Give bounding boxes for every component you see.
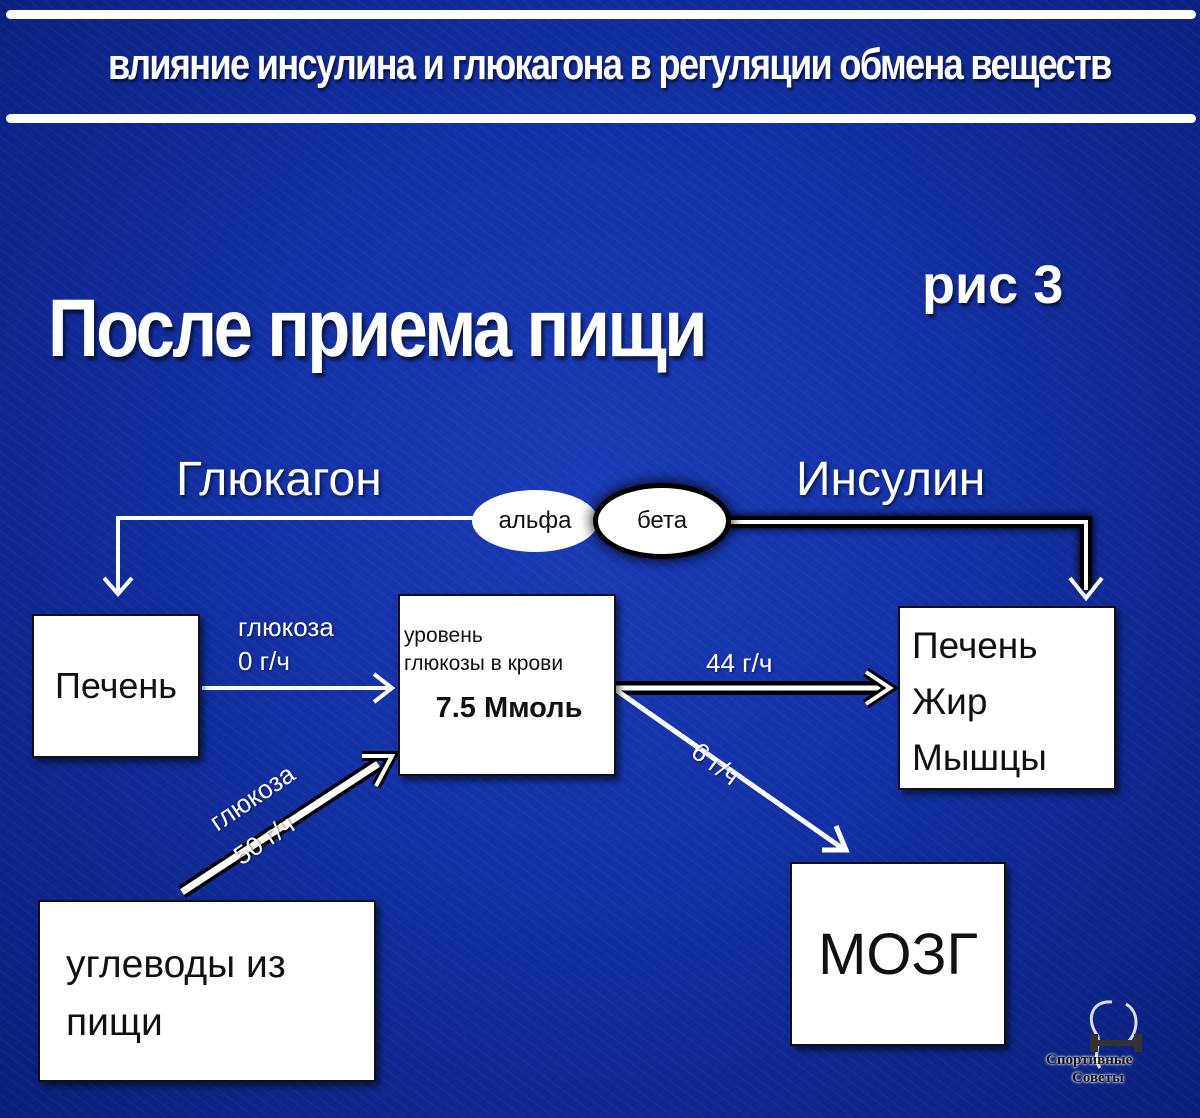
blood-glucose-value: 7.5 Ммоль <box>435 692 583 724</box>
brain-box: МОЗГ <box>790 862 1006 1046</box>
beta-cell-label: бета <box>636 507 688 534</box>
header-title: влияние инсулина и глюкагона в регуляции… <box>108 40 1112 89</box>
food-carbs-box: углеводы из пищи <box>38 900 376 1082</box>
glucagon-path <box>116 516 476 592</box>
targets-muscle: Мышцы <box>912 737 1047 778</box>
liver-glucose-label: глюкоза <box>238 612 334 642</box>
brain-box-label: МОЗГ <box>818 921 978 987</box>
liver-box-label: Печень <box>54 665 178 706</box>
food-to-blood-arrowhead-core <box>362 754 396 787</box>
blood-glucose-line1: уровень <box>404 624 483 647</box>
figure-label: рис 3 <box>922 255 1064 315</box>
food-to-blood-arrow <box>180 761 380 895</box>
alpha-cell-label: альфа <box>498 507 572 534</box>
insulin-path-glow <box>722 515 1093 590</box>
header-top-rule <box>6 10 1196 19</box>
targets-liver: Печень <box>912 625 1038 666</box>
header-bottom-rule <box>6 114 1196 123</box>
liver-box: Печень <box>32 614 200 758</box>
logo-text-line2: Советы <box>1072 1070 1124 1086</box>
targets-box: Печень Жир Мышцы <box>898 606 1116 790</box>
blood-glucose-box: уровень глюкозы в крови 7.5 Ммоль <box>398 594 616 776</box>
logo-text-line1: Спортивные <box>1046 1052 1133 1068</box>
glucagon-label: Глюкагон <box>176 453 382 506</box>
targets-fat: Жир <box>912 681 988 722</box>
main-title: После приема пищи <box>48 283 708 374</box>
liver-glucose-rate: 0 г/ч <box>238 646 290 676</box>
liver-to-blood-arrowhead <box>372 672 396 704</box>
blood-glucose-line2: глюкозы в крови <box>404 652 564 675</box>
alpha-cell: альфа <box>472 490 598 552</box>
insulin-path <box>722 516 1092 590</box>
food-carbs-line1: углеводы из <box>66 943 286 986</box>
logo-emblem <box>1089 1000 1142 1069</box>
blood-to-targets-arrowhead-core <box>864 670 894 706</box>
insulin-arrowhead <box>1068 576 1104 602</box>
blood-to-brain-arrow <box>614 687 844 851</box>
glucagon-arrowhead <box>102 576 134 598</box>
insulin-label: Инсулин <box>796 453 986 506</box>
to-targets-rate: 44 г/ч <box>706 648 773 678</box>
food-carbs-line2: пищи <box>66 1001 163 1044</box>
insulin-path-core <box>722 520 1088 590</box>
blood-to-brain-arrowhead <box>822 825 850 853</box>
beta-cell: бета <box>598 488 726 554</box>
